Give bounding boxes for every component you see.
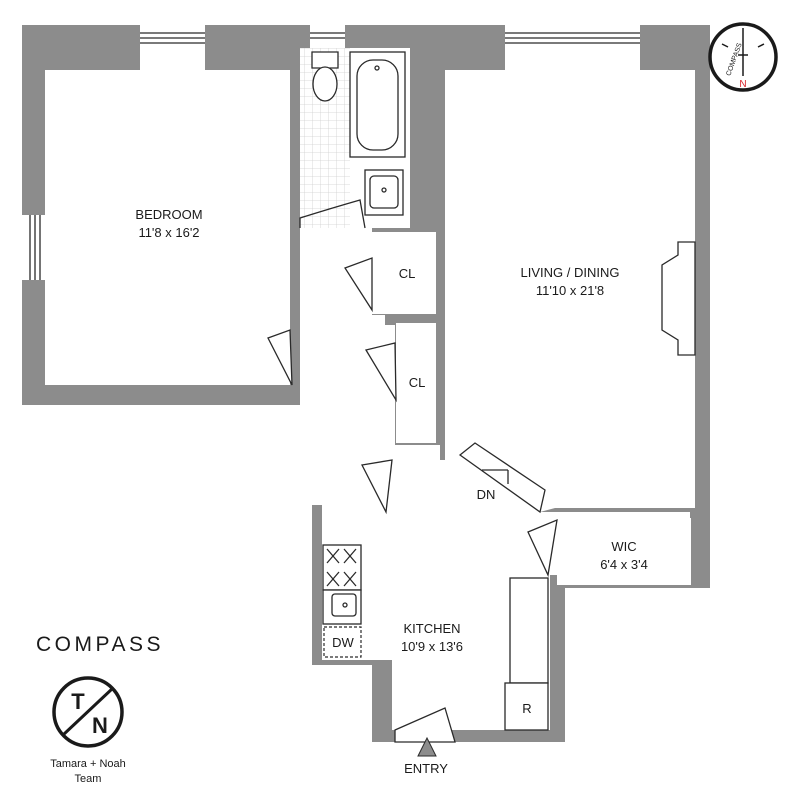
- team-mark-top: T: [71, 689, 85, 714]
- team-name: Tamara + Noah: [50, 758, 126, 770]
- entry-label: ENTRY: [404, 761, 448, 776]
- living-size: 11'10 x 21'8: [536, 283, 604, 298]
- living-name: LIVING / DINING: [521, 265, 620, 280]
- kitchen-size: 10'9 x 13'6: [401, 639, 463, 654]
- dishwasher-label: DW: [332, 635, 354, 650]
- team-logo-icon: T N: [52, 676, 124, 748]
- window-bedroom-top: [140, 25, 205, 48]
- stairs-down: [458, 442, 546, 514]
- compass-logo: COMPASS: [36, 633, 164, 656]
- stairs-label: DN: [477, 487, 496, 502]
- windows: [22, 25, 640, 280]
- counter: [509, 577, 549, 684]
- refrigerator: [504, 682, 549, 731]
- dishwasher: [323, 626, 362, 658]
- wic-name: WIC: [611, 539, 636, 554]
- compass-north: N: [739, 79, 746, 90]
- kitchen-name: KITCHEN: [403, 621, 460, 636]
- window-bedroom-left: [22, 215, 45, 280]
- entry-arrow-icon: [417, 736, 437, 757]
- bathroom-fixtures: [299, 48, 406, 229]
- doors: [267, 257, 558, 743]
- toilet: [311, 51, 339, 69]
- window-living-top: [505, 25, 640, 48]
- compass-rose: COMPASS N: [708, 22, 778, 92]
- kitchen-fixtures: [322, 544, 549, 731]
- wic-size: 6'4 x 3'4: [600, 557, 648, 572]
- window-bathroom-top: [310, 25, 345, 48]
- bedroom-name: BEDROOM: [135, 207, 202, 222]
- bedroom-size: 11'8 x 16'2: [138, 225, 199, 240]
- room-labels: BEDROOM 11'8 x 16'2 LIVING / DINING 11'1…: [135, 207, 647, 776]
- team-mark-bottom: N: [92, 713, 108, 738]
- branding: COMPASS T N Tamara + Noah Team: [36, 633, 164, 785]
- closet1-label: CL: [399, 266, 416, 281]
- closet2-label: CL: [409, 375, 426, 390]
- refrigerator-label: R: [522, 701, 531, 716]
- fireplace: [661, 241, 696, 356]
- team-label: Team: [75, 773, 102, 785]
